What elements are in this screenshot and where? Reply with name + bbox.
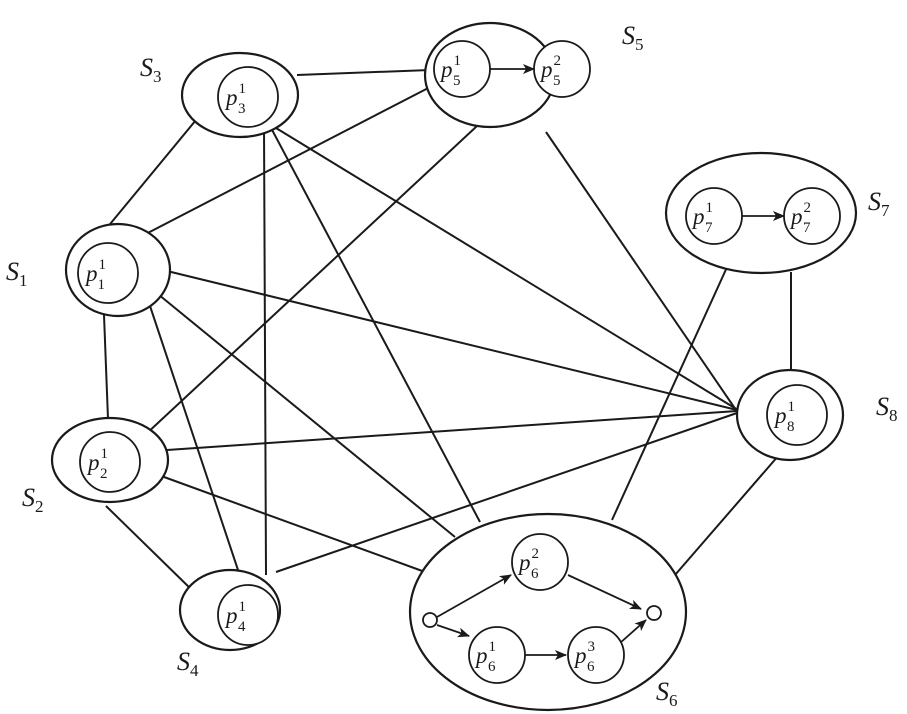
edge-s1-s8 xyxy=(166,270,738,411)
label-s2: S2 xyxy=(22,483,44,516)
edge-s3-s6 xyxy=(269,125,481,523)
edge-s1-s5 xyxy=(139,83,437,238)
label-s4: S4 xyxy=(177,647,199,680)
edge-s1-s2 xyxy=(103,314,109,420)
flow-start-to-p6-1 xyxy=(436,624,470,638)
flow-arrows xyxy=(436,64,785,660)
node-p3-1 xyxy=(217,66,279,128)
node-p2-1 xyxy=(79,431,141,493)
node-p5-1 xyxy=(433,40,491,98)
edge-s6-s8 xyxy=(674,454,780,576)
edge-s1-s4 xyxy=(147,299,239,571)
label-s6: S6 xyxy=(656,677,678,710)
s6-end-port xyxy=(646,605,662,621)
node-p7-2 xyxy=(783,187,841,245)
node-p5-2 xyxy=(533,40,591,98)
node-p1-1 xyxy=(77,242,139,304)
node-p6-1 xyxy=(468,626,526,684)
edge-s2-s4 xyxy=(105,505,195,593)
edge-s3-s1 xyxy=(105,119,197,230)
label-s1: S1 xyxy=(6,257,28,290)
label-s7: S7 xyxy=(868,187,890,220)
process-nodes xyxy=(77,40,841,684)
edge-s2-s8 xyxy=(166,410,738,451)
node-p6-2 xyxy=(511,533,569,591)
edge-s3-s8 xyxy=(275,127,739,411)
edge-s1-s6 xyxy=(152,289,456,538)
label-s8: S8 xyxy=(876,392,898,425)
edge-s2-s6 xyxy=(163,476,426,573)
edge-s4-s8 xyxy=(275,412,738,573)
flow-p6-2-to-end xyxy=(567,574,642,610)
group-edges xyxy=(103,69,792,593)
edge-s5-s8 xyxy=(545,131,737,411)
edge-s2-s5 xyxy=(144,125,478,436)
flow-start-to-p6-2 xyxy=(436,574,512,618)
label-s3: S3 xyxy=(140,53,162,86)
flow-p6-3-to-end xyxy=(619,619,647,644)
node-p6-3 xyxy=(567,626,625,684)
node-p8-1 xyxy=(766,384,828,446)
edge-s3-s5 xyxy=(296,69,431,76)
edge-s6-s7 xyxy=(611,264,729,521)
edge-s3-s4 xyxy=(263,125,267,576)
node-p4-1 xyxy=(217,584,279,646)
group-labels: S3 S5 S1 S7 S8 S2 S4 S6 xyxy=(6,21,898,710)
node-p7-1 xyxy=(685,187,743,245)
s6-start-port xyxy=(422,612,438,628)
label-s5: S5 xyxy=(622,21,644,54)
